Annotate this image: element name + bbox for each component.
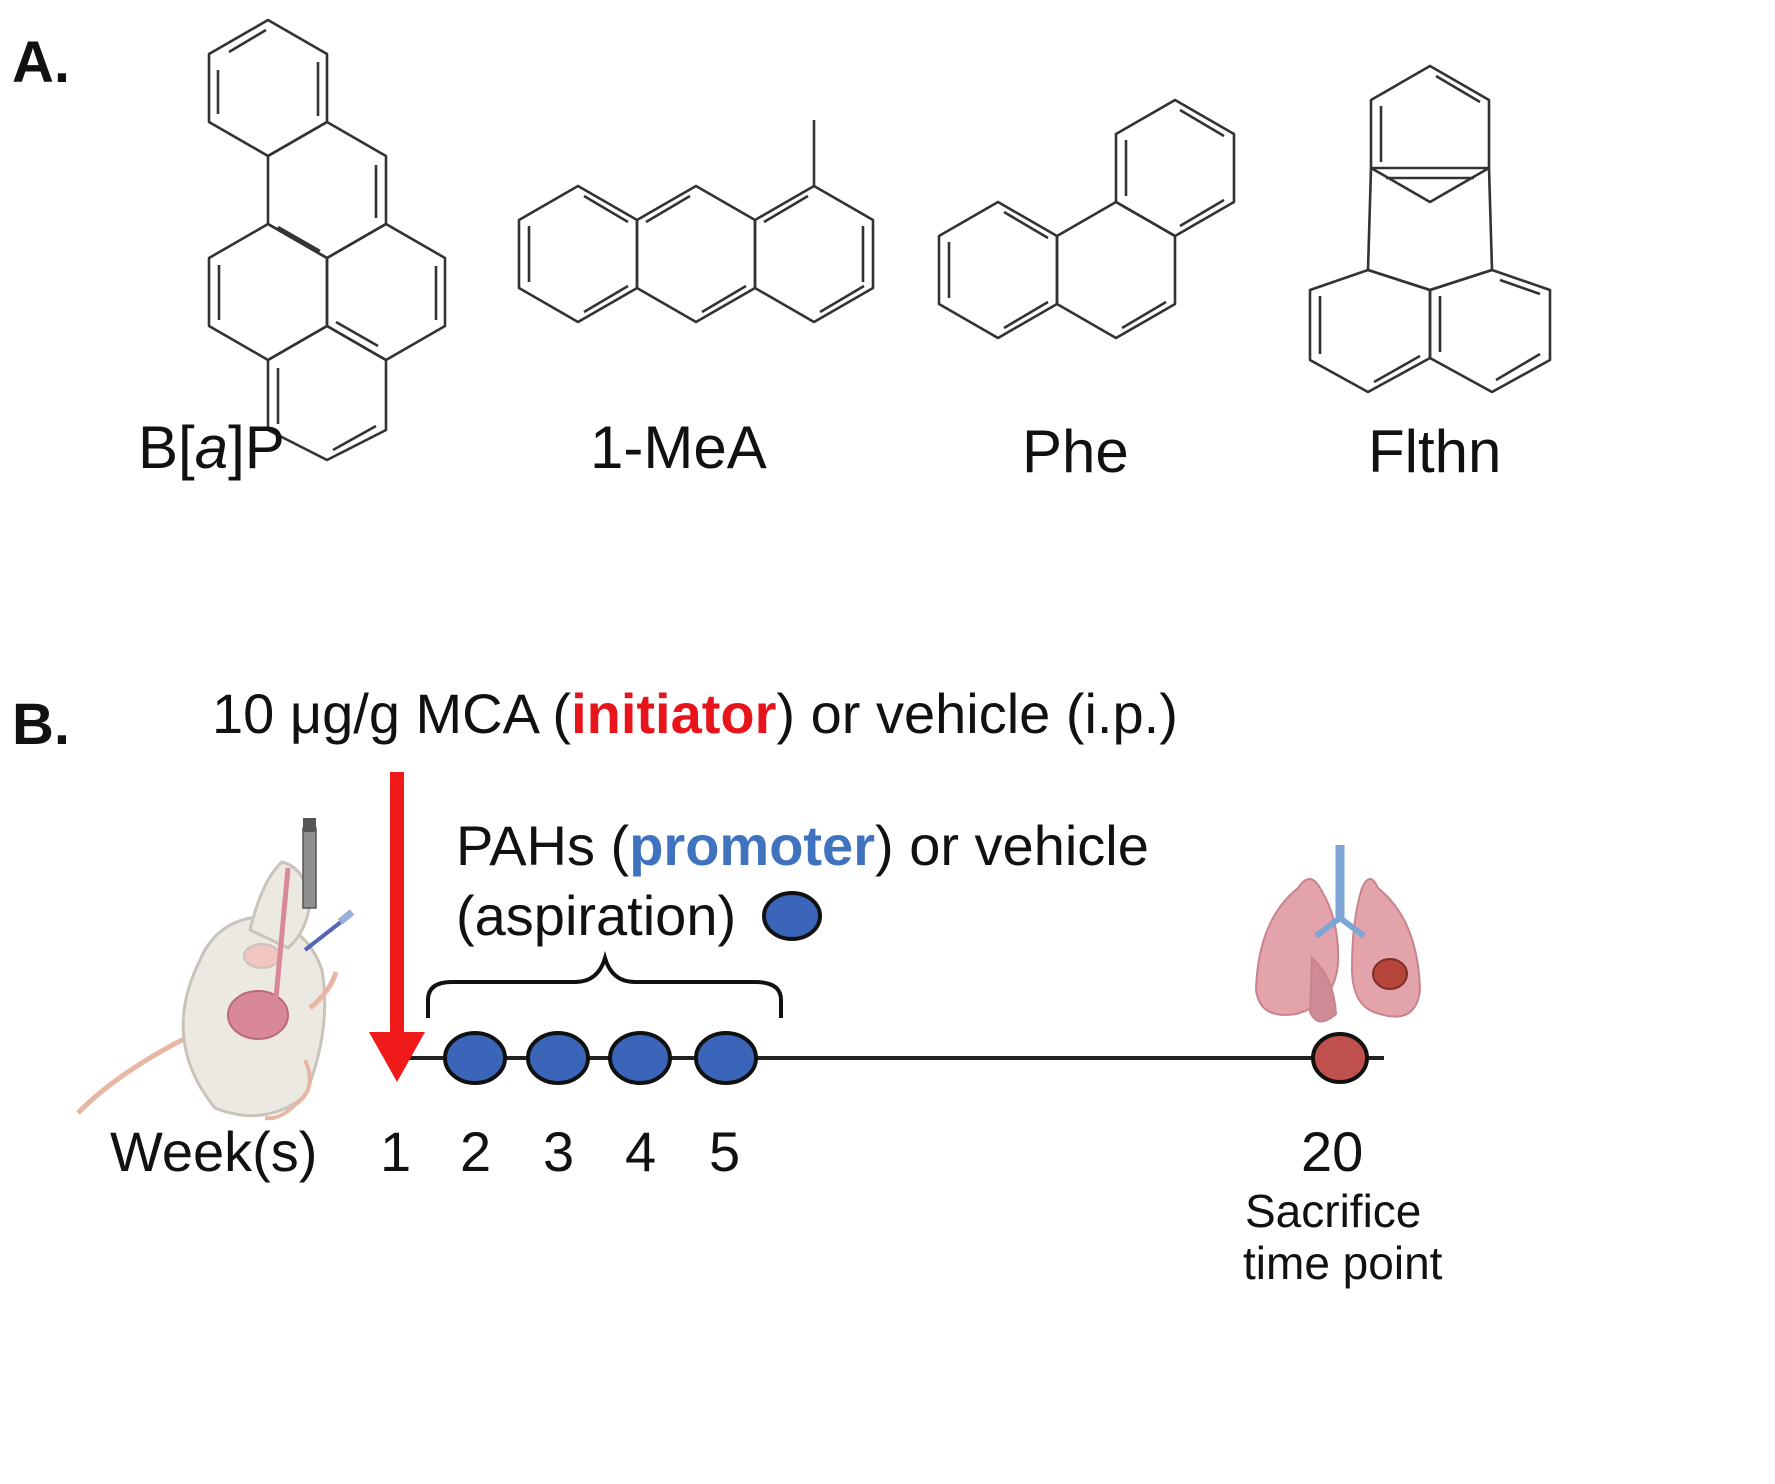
- week-5-dot: [694, 1031, 758, 1085]
- lungs-tumor-icon: [1254, 845, 1422, 1023]
- panel-a-label: A.: [12, 30, 70, 95]
- initiator-highlight: initiator: [571, 682, 777, 745]
- initiator-text-before: 10 μg/g MCA (: [212, 682, 572, 745]
- promoter-text-after: ) or vehicle: [875, 814, 1149, 877]
- week-20-dot: [1311, 1032, 1369, 1084]
- bap-italic: a: [194, 414, 229, 481]
- week-label-5: 5: [709, 1120, 741, 1183]
- week-label-4: 4: [625, 1120, 657, 1183]
- promoter-heading: PAHs (promoter) or vehicle: [456, 818, 1149, 874]
- initiator-heading: 10 μg/g MCA (initiator) or vehicle (i.p.…: [212, 686, 1178, 742]
- 1-mea-structure-icon: [517, 120, 875, 324]
- bap-suffix: ]P: [228, 414, 285, 481]
- week-label-20: 20: [1301, 1120, 1364, 1183]
- promoter-highlight: promoter: [629, 814, 875, 877]
- molecule-label-flthn: Flthn: [1368, 418, 1502, 485]
- bap-structure-icon: [207, 18, 447, 462]
- initiator-arrow-icon: [369, 772, 425, 1082]
- bap-prefix: B[: [138, 414, 195, 481]
- sacrifice-label-line1: Sacrifice: [1245, 1185, 1422, 1237]
- promoter-route: (aspiration): [456, 884, 737, 947]
- sacrifice-label-line2: time point: [1243, 1237, 1443, 1289]
- promoter-text-before: PAHs (: [456, 814, 630, 877]
- panel-b-label: B.: [12, 692, 70, 757]
- initiator-text-after: ) or vehicle (i.p.): [776, 682, 1178, 745]
- flthn-structure-icon: [1308, 64, 1552, 394]
- week-4-dot: [608, 1031, 672, 1085]
- molecule-label-1-mea: 1-MeA: [590, 414, 767, 481]
- week-label-2: 2: [460, 1120, 492, 1183]
- molecule-label-bap: B[a]P: [138, 418, 285, 478]
- molecule-label-phe: Phe: [1022, 418, 1129, 485]
- phe-structure-icon: [937, 98, 1236, 340]
- week-axis-label: Week(s): [110, 1120, 318, 1183]
- mouse-aspiration-icon: [76, 818, 355, 1121]
- week-2-dot: [443, 1031, 507, 1085]
- week-label-3: 3: [543, 1120, 575, 1183]
- promoter-brace: [426, 950, 783, 1018]
- promoter-legend-dot: [762, 891, 822, 941]
- week-3-dot: [526, 1031, 590, 1085]
- week-label-1: 1: [380, 1120, 412, 1183]
